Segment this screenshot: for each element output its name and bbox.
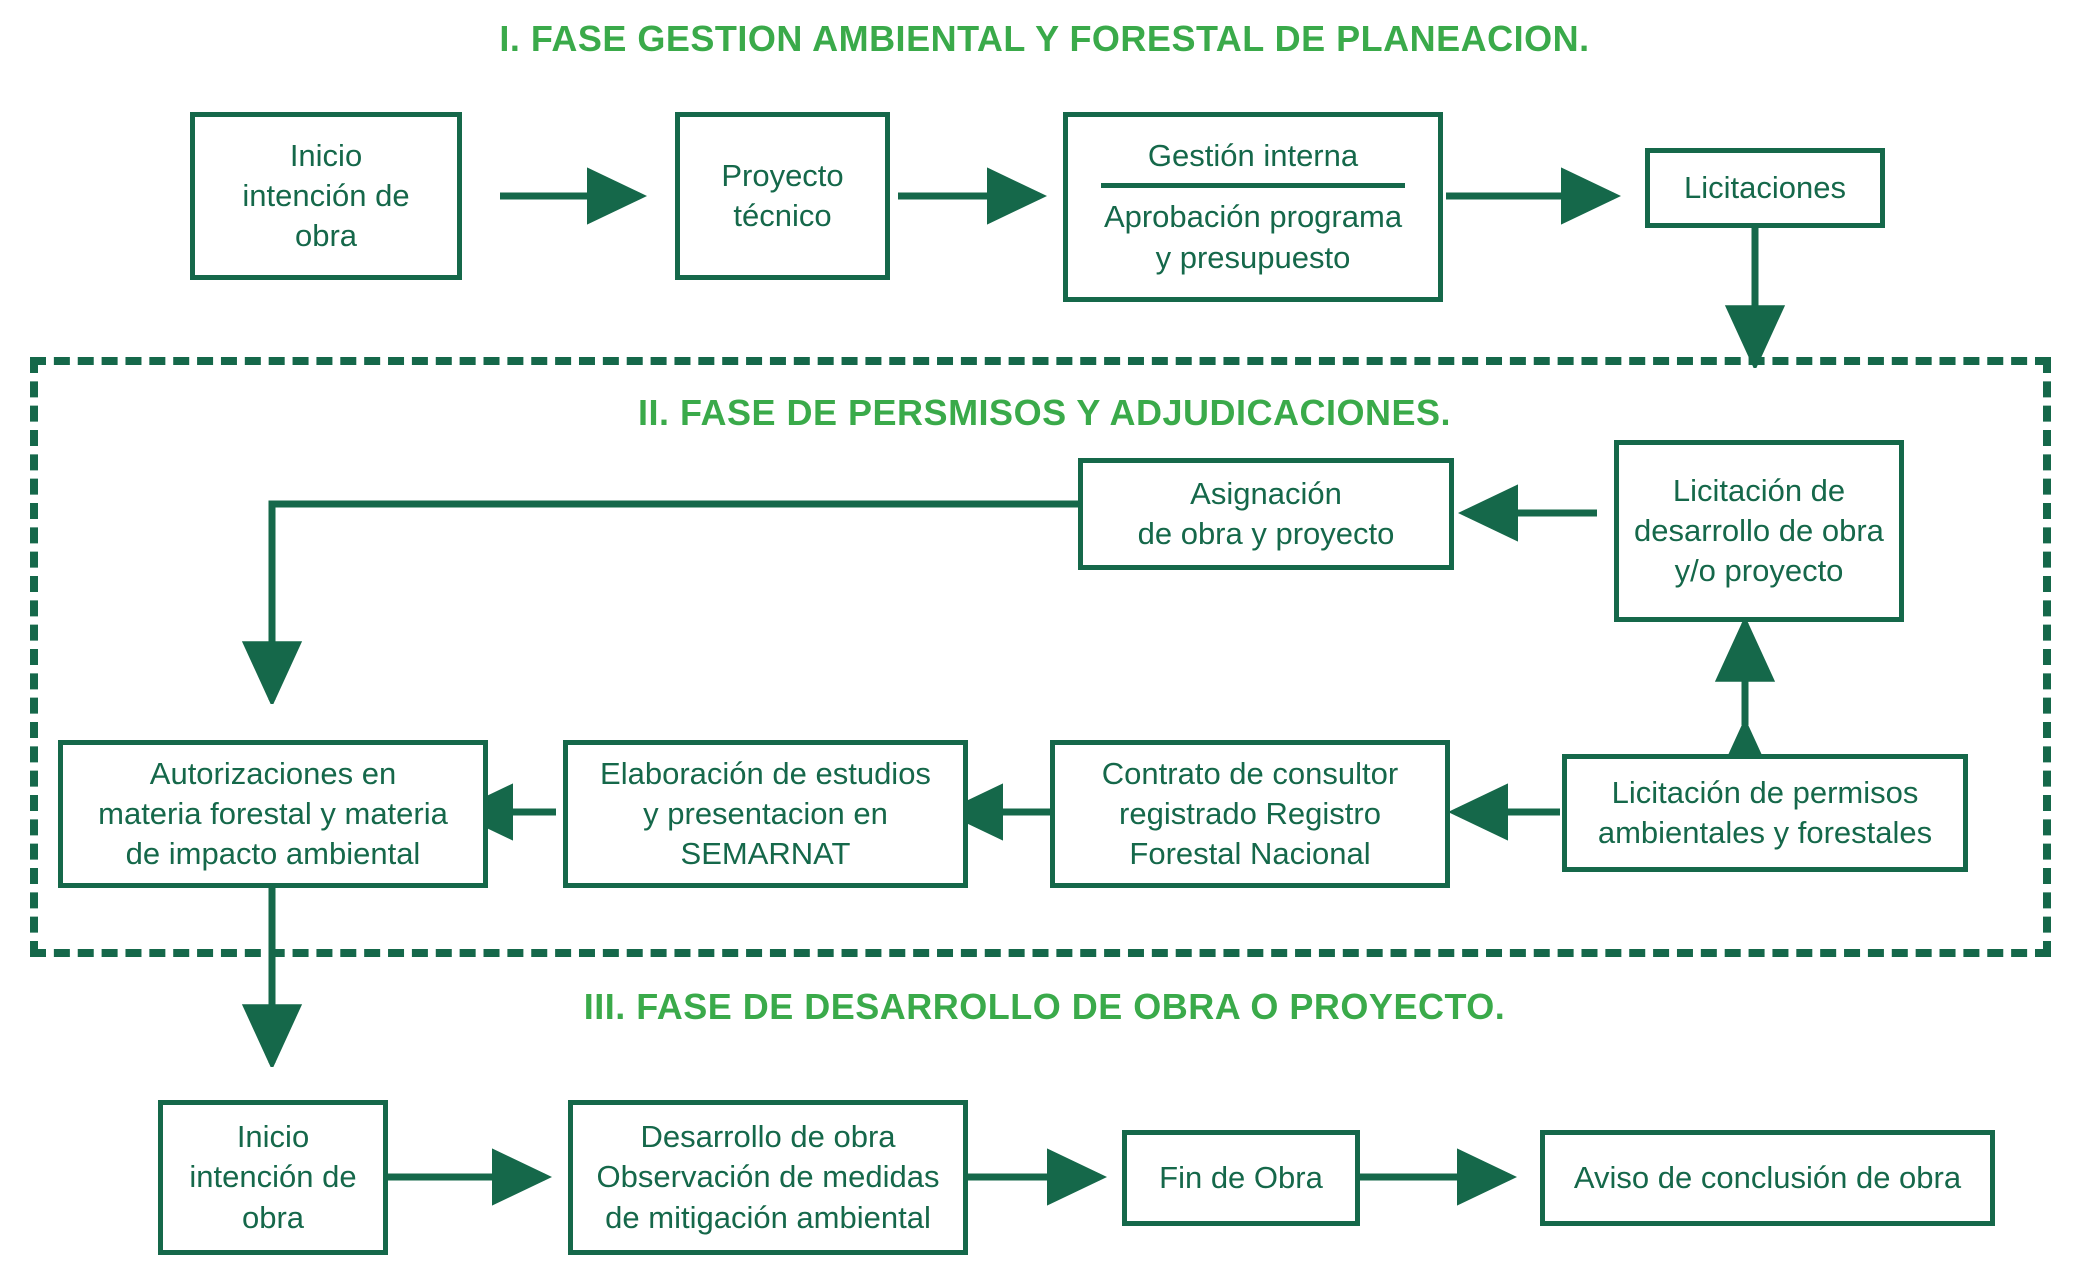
node-line: Elaboración de estudios bbox=[600, 755, 931, 791]
node-line: Autorizaciones en bbox=[149, 755, 397, 791]
connector-asignacion-elbow-to-autorizaciones bbox=[272, 500, 1078, 700]
node-line: Gestión interna bbox=[1147, 138, 1359, 174]
node-line: Asignación bbox=[1190, 475, 1342, 511]
node-gestion-interna-top: Gestión interna bbox=[1076, 136, 1430, 176]
node-line: Inicio bbox=[289, 137, 363, 173]
phase-3-title: III. FASE DE DESARROLLO DE OBRA O PROYEC… bbox=[583, 986, 1506, 1027]
node-inicio-intencion-obra-2[interactable]: Inicio intención de obra bbox=[158, 1100, 388, 1255]
node-line: registrado Registro bbox=[1119, 795, 1381, 831]
node-line: Observación de medidas bbox=[596, 1159, 940, 1195]
node-line: Aviso de conclusión de obra bbox=[1573, 1159, 1962, 1195]
node-line: y/o proyecto bbox=[1674, 553, 1844, 589]
node-line: materia forestal y materia bbox=[98, 795, 448, 831]
node-line: de impacto ambiental bbox=[125, 836, 421, 872]
node-gestion-interna[interactable]: Gestión interna Aprobación programa y pr… bbox=[1063, 112, 1443, 302]
node-asignacion-obra-proyecto[interactable]: Asignación de obra y proyecto bbox=[1078, 458, 1454, 570]
node-line: SEMARNAT bbox=[680, 836, 851, 872]
node-line: Desarrollo de obra bbox=[640, 1119, 896, 1155]
node-line: y presupuesto bbox=[1155, 239, 1351, 275]
node-line: desarrollo de obra bbox=[1634, 512, 1884, 548]
node-line: Aprobación programa bbox=[1103, 199, 1403, 235]
node-line: Forestal Nacional bbox=[1129, 836, 1371, 872]
node-line: obra bbox=[241, 1199, 305, 1235]
node-line: Licitación de bbox=[1672, 472, 1846, 508]
phase-1-title: I. FASE GESTION AMBIENTAL Y FORESTAL DE … bbox=[499, 18, 1590, 59]
node-line: ambientales y forestales bbox=[1597, 815, 1933, 850]
node-line: intención de bbox=[189, 1159, 357, 1195]
node-licitacion-desarrollo-obra[interactable]: Licitación de desarrollo de obra y/o pro… bbox=[1614, 440, 1904, 622]
node-fin-de-obra[interactable]: Fin de Obra bbox=[1122, 1130, 1360, 1226]
node-line: Inicio bbox=[236, 1119, 310, 1155]
node-line: de mitigación ambiental bbox=[605, 1199, 931, 1235]
phase-2-title: II. FASE DE PERSMISOS Y ADJUDICACIONES. bbox=[637, 392, 1451, 433]
node-proyecto-tecnico[interactable]: Proyecto técnico bbox=[675, 112, 890, 280]
node-line: Licitaciones bbox=[1684, 169, 1846, 205]
node-line: y presentacion en bbox=[643, 795, 888, 831]
node-line: de obra y proyecto bbox=[1137, 516, 1395, 551]
node-line: técnico bbox=[733, 198, 832, 233]
node-line: Contrato de consultor bbox=[1101, 755, 1399, 791]
node-contrato-consultor[interactable]: Contrato de consultor registrado Registr… bbox=[1050, 740, 1450, 888]
node-divider bbox=[1100, 183, 1406, 189]
node-line: obra bbox=[294, 218, 358, 254]
node-line: intención de bbox=[242, 177, 410, 213]
node-licitacion-permisos[interactable]: Licitación de permisos ambientales y for… bbox=[1562, 754, 1968, 872]
node-line: Fin de Obra bbox=[1159, 1159, 1323, 1195]
node-autorizaciones[interactable]: Autorizaciones en materia forestal y mat… bbox=[58, 740, 488, 888]
node-line: Licitación de permisos bbox=[1611, 774, 1919, 810]
node-licitaciones[interactable]: Licitaciones bbox=[1645, 148, 1885, 228]
node-elaboracion-estudios[interactable]: Elaboración de estudios y presentacion e… bbox=[563, 740, 968, 888]
node-desarrollo-obra[interactable]: Desarrollo de obra Observación de medida… bbox=[568, 1100, 968, 1255]
node-gestion-interna-bottom: Aprobación programa y presupuesto bbox=[1076, 197, 1430, 278]
node-line: Proyecto bbox=[721, 157, 844, 193]
node-aviso-conclusion-obra[interactable]: Aviso de conclusión de obra bbox=[1540, 1130, 1995, 1226]
node-inicio-intencion-obra-1[interactable]: Inicio intención de obra bbox=[190, 112, 462, 280]
